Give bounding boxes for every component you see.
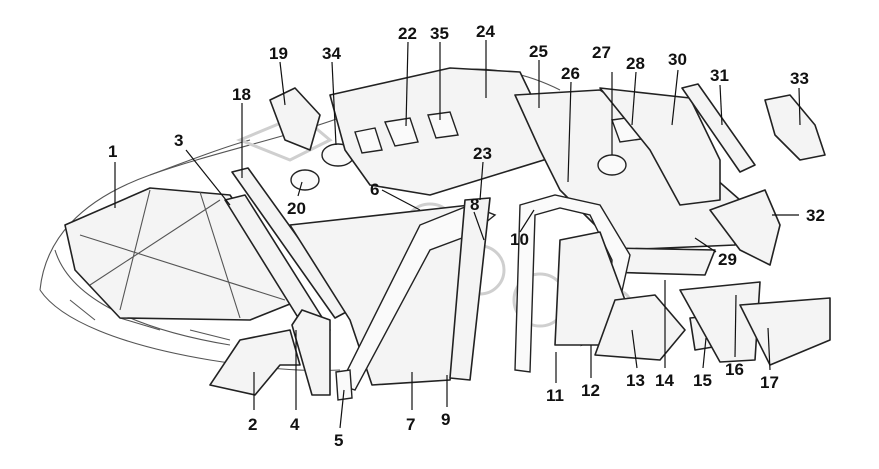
callout-labels: 1 2 3 4 5 6 7 8 9 10 11 12 13 14 15 16 1… bbox=[108, 22, 825, 450]
callout-15: 15 bbox=[693, 371, 712, 390]
hood-brace bbox=[79, 189, 286, 319]
callout-25: 25 bbox=[529, 42, 548, 61]
part-clip bbox=[335, 369, 353, 401]
part-fender-liner bbox=[291, 309, 331, 396]
part-roof-pad bbox=[384, 117, 419, 147]
part-front-wheel-liner bbox=[209, 329, 301, 396]
part-floor-insert bbox=[679, 281, 761, 363]
part-bracket bbox=[269, 87, 321, 151]
callout-7: 7 bbox=[406, 415, 415, 434]
callout-4: 4 bbox=[290, 415, 300, 434]
callout-8: 8 bbox=[470, 195, 479, 214]
callout-35: 35 bbox=[430, 24, 449, 43]
callout-9: 9 bbox=[441, 410, 450, 429]
part-rear-mat bbox=[739, 297, 831, 366]
part-plug bbox=[290, 169, 320, 191]
callout-17: 17 bbox=[760, 373, 779, 392]
callout-28: 28 bbox=[626, 54, 645, 73]
callout-22: 22 bbox=[398, 24, 417, 43]
leader-lines bbox=[114, 40, 801, 429]
callout-29: 29 bbox=[718, 250, 737, 269]
callout-33: 33 bbox=[790, 69, 809, 88]
callout-13: 13 bbox=[626, 371, 645, 390]
callout-30: 30 bbox=[668, 50, 687, 69]
callout-14: 14 bbox=[655, 371, 674, 390]
callout-16: 16 bbox=[725, 360, 744, 379]
part-round-pad bbox=[597, 154, 627, 176]
callout-34: 34 bbox=[322, 44, 341, 63]
callout-31: 31 bbox=[710, 66, 729, 85]
callout-6: 6 bbox=[370, 180, 379, 199]
part-wheelhouse bbox=[554, 231, 626, 346]
part-cross-bracket bbox=[764, 94, 826, 161]
callout-2: 2 bbox=[248, 415, 257, 434]
callout-18: 18 bbox=[232, 85, 251, 104]
callout-23: 23 bbox=[473, 144, 492, 163]
callout-27: 27 bbox=[592, 43, 611, 62]
callout-24: 24 bbox=[476, 22, 495, 41]
callout-11: 11 bbox=[546, 386, 564, 405]
part-side-panel bbox=[709, 189, 781, 266]
callout-19: 19 bbox=[269, 44, 288, 63]
callout-20: 20 bbox=[287, 199, 306, 218]
callout-1: 1 bbox=[108, 142, 117, 161]
part-wheel-arch bbox=[594, 294, 686, 361]
part-roof-pad-2 bbox=[427, 111, 459, 139]
callout-26: 26 bbox=[561, 64, 580, 83]
callout-10: 10 bbox=[510, 230, 529, 249]
part-roof-pad-3 bbox=[354, 127, 383, 154]
callout-32: 32 bbox=[806, 206, 825, 225]
part-trim-bar bbox=[681, 83, 756, 173]
part-pillar-trim bbox=[449, 197, 491, 381]
callout-3: 3 bbox=[174, 131, 183, 150]
callout-5: 5 bbox=[334, 431, 343, 450]
callout-12: 12 bbox=[581, 381, 600, 400]
